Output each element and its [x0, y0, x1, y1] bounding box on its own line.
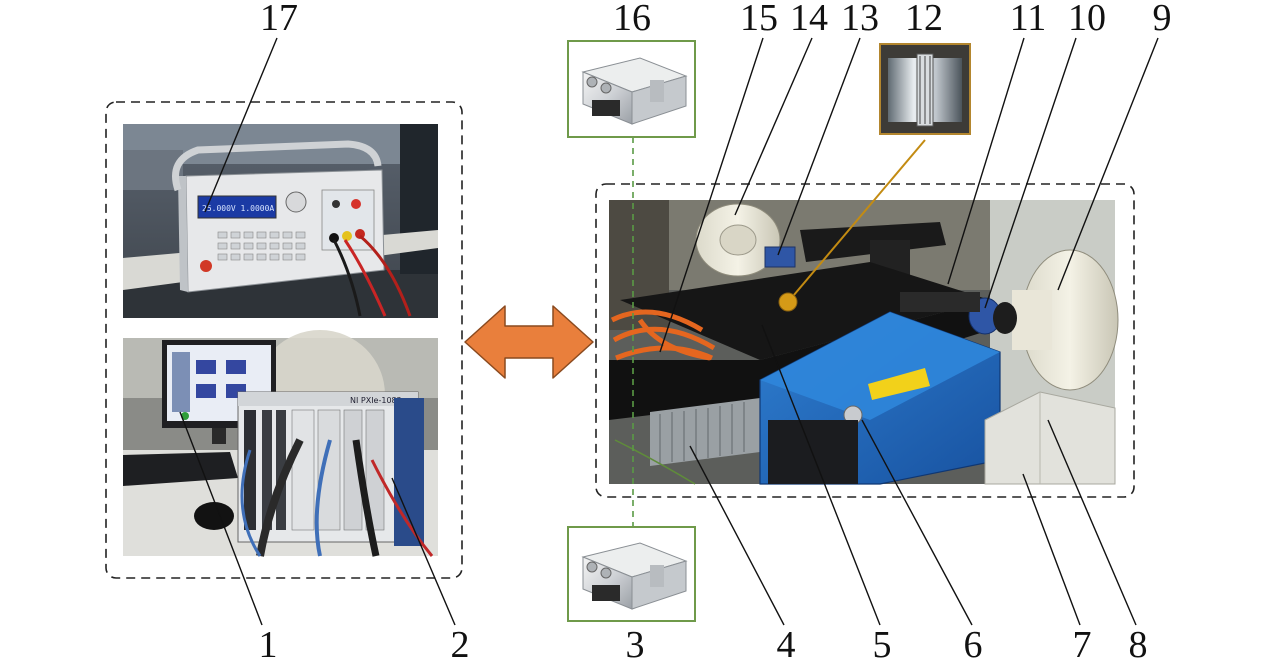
- leader-8: [1047, 419, 1137, 626]
- leader-2: [391, 477, 456, 626]
- label-7: 7: [1073, 624, 1092, 661]
- left-equipment-group: [105, 101, 463, 579]
- label-9: 9: [1153, 0, 1172, 39]
- motor-controller-icon: [567, 40, 696, 138]
- power-supply-display: [197, 195, 277, 219]
- leader-lines: [179, 37, 1159, 626]
- label-13: 13: [841, 0, 879, 39]
- label-14: 14: [790, 0, 828, 39]
- label-12: 12: [905, 0, 943, 39]
- label-1: 1: [259, 624, 278, 661]
- leader-9: [1057, 37, 1159, 291]
- leader-15: [659, 37, 764, 353]
- leader-6: [861, 419, 973, 626]
- label-3: 3: [626, 624, 645, 661]
- coupling-icon: [879, 43, 971, 135]
- motor-controller-icon-bottom: [567, 526, 696, 622]
- label-4: 4: [777, 624, 796, 661]
- leader-5: [761, 324, 881, 626]
- label-10: 10: [1068, 0, 1106, 39]
- pxi-chassis-label: NI PXIe-1082: [350, 396, 402, 405]
- leader-13: [777, 37, 861, 256]
- leader-14: [734, 37, 813, 216]
- leader-7: [1022, 473, 1081, 626]
- label-16: 16: [613, 0, 651, 39]
- power-supply-keypad: [217, 231, 306, 261]
- label-6: 6: [964, 624, 983, 661]
- test-bench-photo: [609, 200, 1119, 485]
- label-8: 8: [1129, 624, 1148, 661]
- right-test-bench-group: [595, 183, 1135, 498]
- power-supply-photo: 25.000V 1.0000A: [123, 124, 438, 318]
- pxi-system-photo: NI PXIe-1082: [123, 330, 438, 557]
- label-2: 2: [451, 624, 470, 661]
- power-supply-knob: [285, 191, 307, 213]
- mouse: [194, 502, 234, 530]
- connector-line-12: [787, 139, 926, 303]
- power-supply-display-text: 25.000V 1.0000A: [202, 204, 274, 213]
- label-17: 17: [260, 0, 298, 39]
- double-arrow-icon: [464, 305, 594, 379]
- marker-dot-12: [778, 292, 798, 312]
- label-11: 11: [1010, 0, 1047, 39]
- label-5: 5: [873, 624, 892, 661]
- leader-17: [204, 37, 278, 213]
- leader-4: [689, 445, 785, 626]
- orange-cables: [610, 309, 716, 361]
- leader-11: [947, 37, 1025, 285]
- leader-1: [179, 411, 263, 626]
- leader-10: [984, 37, 1077, 309]
- label-15: 15: [740, 0, 778, 39]
